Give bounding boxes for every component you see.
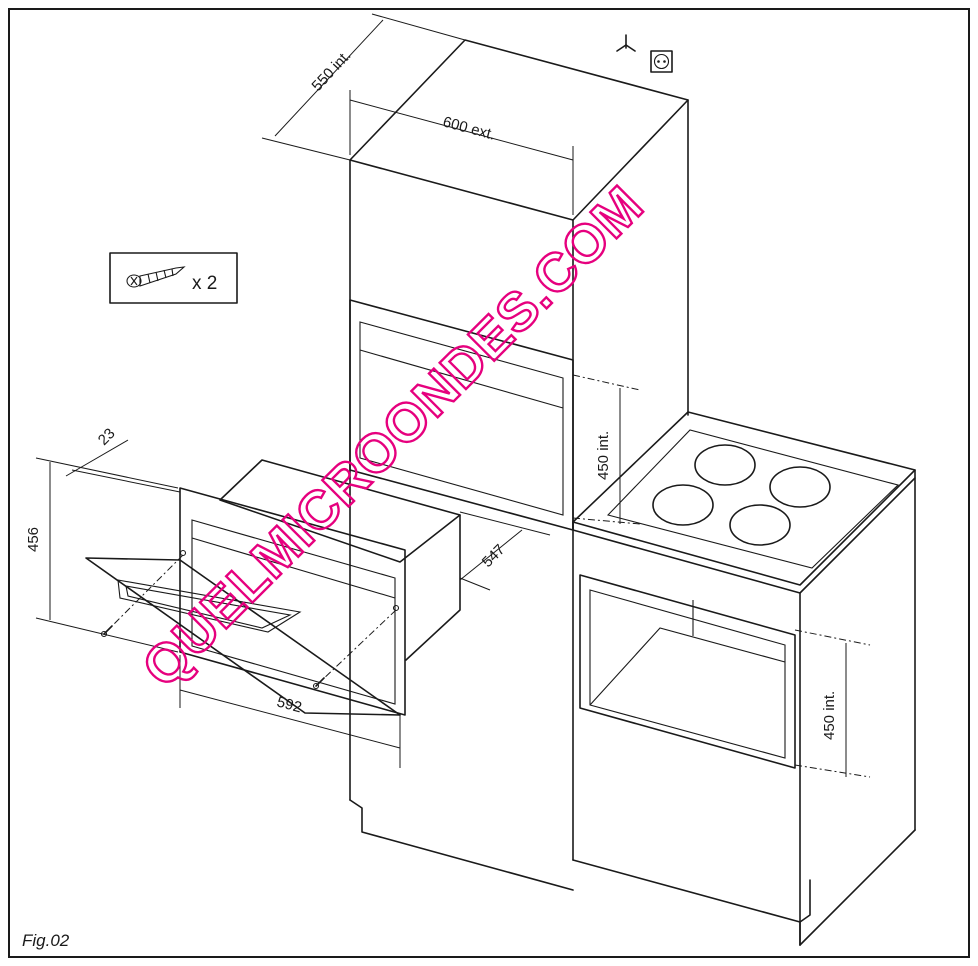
hob-plate	[606, 429, 900, 569]
dim-label-appliance-height: 456	[25, 527, 42, 552]
lower-cabinet-plinth	[572, 859, 801, 946]
appliance-body-side	[405, 514, 461, 661]
appliance-cavity	[191, 519, 396, 705]
upper-niche-inner	[359, 321, 564, 516]
tall-cabinet-plinth	[349, 799, 574, 891]
dim-label-cabinet-depth: 550 int.	[308, 47, 354, 95]
dimension-lines	[35, 13, 871, 778]
dim-label-frame-depth: 23	[95, 425, 119, 449]
frame-depth-dimension-line	[65, 439, 129, 477]
earth-symbol-icon	[616, 34, 636, 52]
figure-frame	[8, 8, 970, 958]
lower-niche-inner	[589, 589, 786, 759]
screw-quantity-box: x 2	[109, 252, 238, 304]
appliance-width-line	[179, 689, 401, 749]
width-dimension-line	[349, 99, 574, 161]
dim-label-lower-niche-height: 450 int.	[821, 691, 838, 740]
screw-quantity-label: x 2	[192, 273, 217, 294]
body-depth-dimension-line	[459, 529, 523, 581]
tall-cabinet	[349, 39, 689, 891]
upper-niche-shelf	[359, 349, 564, 409]
screw-box-border	[109, 252, 238, 304]
screw-hole	[392, 604, 400, 612]
screw-hole	[179, 549, 187, 557]
appliance-front-frame	[179, 487, 406, 716]
dim-label-cabinet-width: 600 ext.	[441, 113, 497, 143]
tall-cabinet-top	[349, 39, 689, 221]
power-socket-icon	[650, 50, 673, 73]
fixing-screw-icon	[312, 677, 325, 690]
hob-burner	[652, 484, 714, 526]
dim-label-upper-niche-height: 450 int.	[595, 431, 612, 480]
lower-niche-floor	[589, 627, 786, 706]
hob-burner	[729, 504, 791, 546]
appliance-door-window-inner	[125, 585, 292, 629]
lower-niche-outer	[579, 574, 796, 769]
hob-burner	[769, 466, 831, 508]
worktop-edge	[572, 469, 916, 594]
screw-icon	[126, 266, 186, 288]
appliance-cavity-edge	[191, 537, 396, 599]
screw-guide-line	[319, 609, 397, 683]
hob-burner	[694, 444, 756, 486]
figure-caption: Fig.02	[22, 931, 70, 950]
dim-label-appliance-width: 592	[275, 693, 304, 716]
screw-guide-line	[107, 554, 184, 631]
depth-dimension-line	[274, 19, 384, 137]
lower-cabinet-bottom	[799, 829, 916, 946]
lower-cabinet-plinth-edge	[799, 879, 811, 923]
hob-worktop	[572, 411, 916, 594]
lower-cabinet	[572, 477, 916, 946]
dim-label-body-depth: 547	[479, 541, 509, 571]
appliance-door-window	[117, 579, 302, 633]
